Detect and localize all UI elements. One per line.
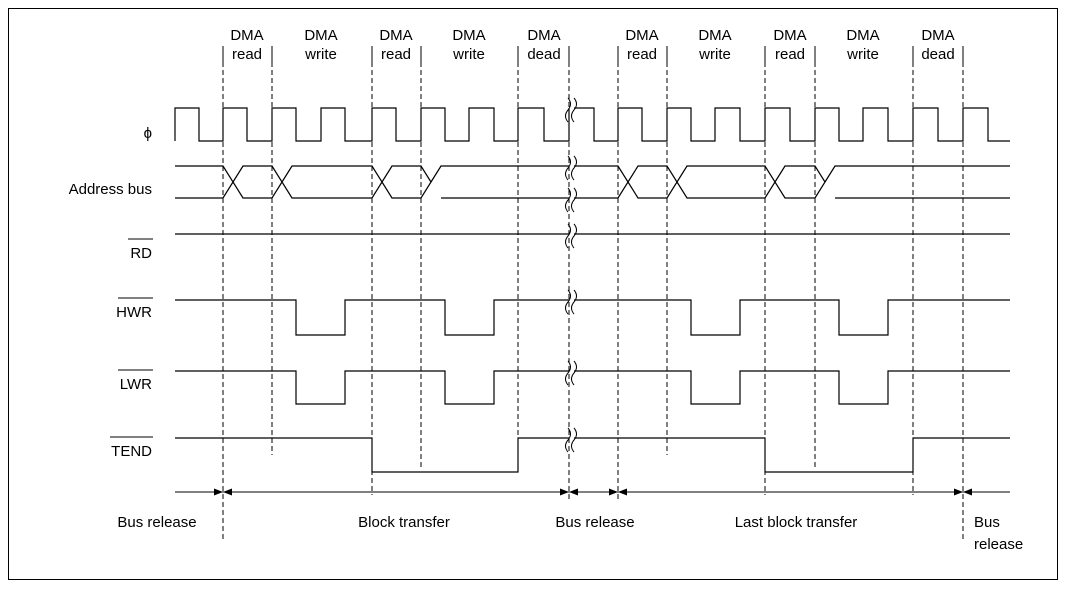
phase-label-bottom: read	[627, 46, 657, 63]
rd-signal-label: RD	[130, 245, 152, 262]
arrowhead	[609, 488, 618, 496]
phase-label: DMA dead	[527, 27, 560, 63]
arrowhead	[560, 488, 569, 496]
phase-label-top: DMA	[304, 27, 337, 44]
period-label-bus-release: Bus release	[117, 514, 196, 531]
address-bus-waveform	[175, 165, 1010, 199]
phase-label: DMA write	[452, 27, 486, 63]
period-label-bus-release: Bus release	[555, 514, 634, 531]
tend-signal-label: TEND	[111, 443, 152, 460]
clock-waveform	[174, 107, 1010, 142]
phase-label-bottom: write	[304, 46, 337, 63]
phase-label-bottom: dead	[527, 46, 560, 63]
lwr-waveform	[175, 370, 1010, 405]
phase-label-bottom: dead	[921, 46, 954, 63]
period-label-release: release	[974, 536, 1023, 553]
clock-signal-label: ϕ	[144, 125, 152, 142]
phase-label-top: DMA	[527, 27, 560, 44]
phase-brackets	[222, 46, 964, 62]
diagram-border	[8, 8, 1058, 580]
phase-label-top: DMA	[625, 27, 658, 44]
phase-label: DMA read	[773, 27, 806, 63]
hwr-signal-label: HWR	[116, 304, 152, 321]
phase-label-bottom: read	[775, 46, 805, 63]
hwr-waveform	[175, 299, 1010, 336]
phase-label-top: DMA	[773, 27, 806, 44]
phase-label-bottom: write	[698, 46, 731, 63]
arrowhead	[618, 488, 627, 496]
phase-label-top: DMA	[921, 27, 954, 44]
phase-label: DMA read	[379, 27, 412, 63]
phase-label: DMA dead	[921, 27, 954, 63]
signal-labels: ϕ Address bus RD HWR LWR TEND	[69, 125, 153, 460]
period-label-bus: Bus	[974, 514, 1000, 531]
phase-label-bottom: write	[452, 46, 485, 63]
phase-label: DMA read	[625, 27, 658, 63]
arrowhead	[963, 488, 972, 496]
time-break-marks	[565, 97, 577, 453]
period-label-block-transfer: Block transfer	[358, 514, 450, 531]
phase-label-top: DMA	[452, 27, 485, 44]
lwr-signal-label: LWR	[120, 376, 152, 393]
period-labels: Bus release Block transfer Bus release L…	[117, 514, 1023, 553]
tend-waveform	[175, 437, 1010, 473]
phase-label-top: DMA	[379, 27, 412, 44]
phase-label: DMA read	[230, 27, 263, 63]
arrowhead	[569, 488, 578, 496]
period-arrows	[175, 488, 1010, 496]
phase-label-top: DMA	[230, 27, 263, 44]
arrowhead	[223, 488, 232, 496]
phase-label-bottom: read	[232, 46, 262, 63]
period-label-last-block-transfer: Last block transfer	[735, 514, 858, 531]
phase-label-top: DMA	[698, 27, 731, 44]
phase-guide-lines	[222, 62, 964, 540]
phase-label: DMA write	[698, 27, 732, 63]
phase-label: DMA write	[846, 27, 880, 63]
arrowhead	[214, 488, 223, 496]
address-bus-label: Address bus	[69, 181, 152, 198]
arrowhead	[954, 488, 963, 496]
phase-label-top: DMA	[846, 27, 879, 44]
phase-label-bottom: write	[846, 46, 879, 63]
phase-label-bottom: read	[381, 46, 411, 63]
phase-header: DMA read DMA write DMA read DMA write DM…	[230, 27, 954, 63]
phase-label: DMA write	[304, 27, 338, 63]
